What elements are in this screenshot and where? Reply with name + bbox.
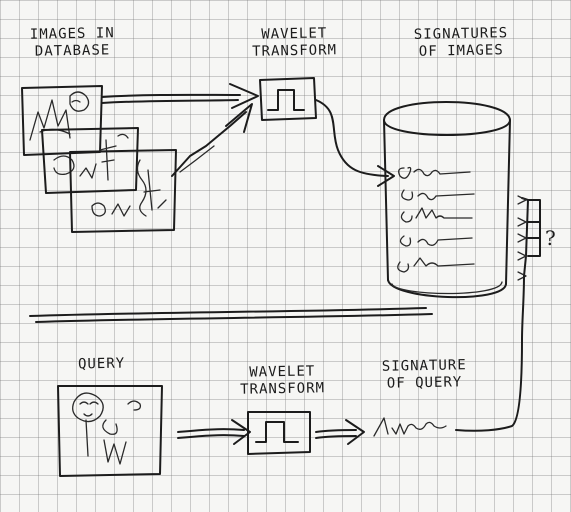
arrow-wavelet-to-signatures <box>315 99 395 187</box>
signature-scribbles <box>397 166 475 273</box>
arrow-database-to-wavelet <box>101 83 259 109</box>
arrow-query-to-wavelet <box>177 419 251 445</box>
wavelet-transform-box-bottom <box>247 411 311 455</box>
arrow-wavelet-to-query-signature <box>315 419 365 445</box>
comparison-bracket <box>517 195 541 281</box>
query-signature-scribble <box>373 417 447 437</box>
signatures-database-cylinder <box>383 101 511 299</box>
image-card-front <box>69 149 177 233</box>
image-card-middle <box>41 127 139 194</box>
wavelet-transform-box-top <box>259 77 317 121</box>
section-divider <box>29 307 433 323</box>
question-mark-label: ? <box>545 226 556 250</box>
query-image-card <box>57 385 163 477</box>
image-card-back <box>21 85 103 156</box>
feedback-line <box>455 275 525 432</box>
arrow-card-to-wavelet <box>171 103 253 177</box>
